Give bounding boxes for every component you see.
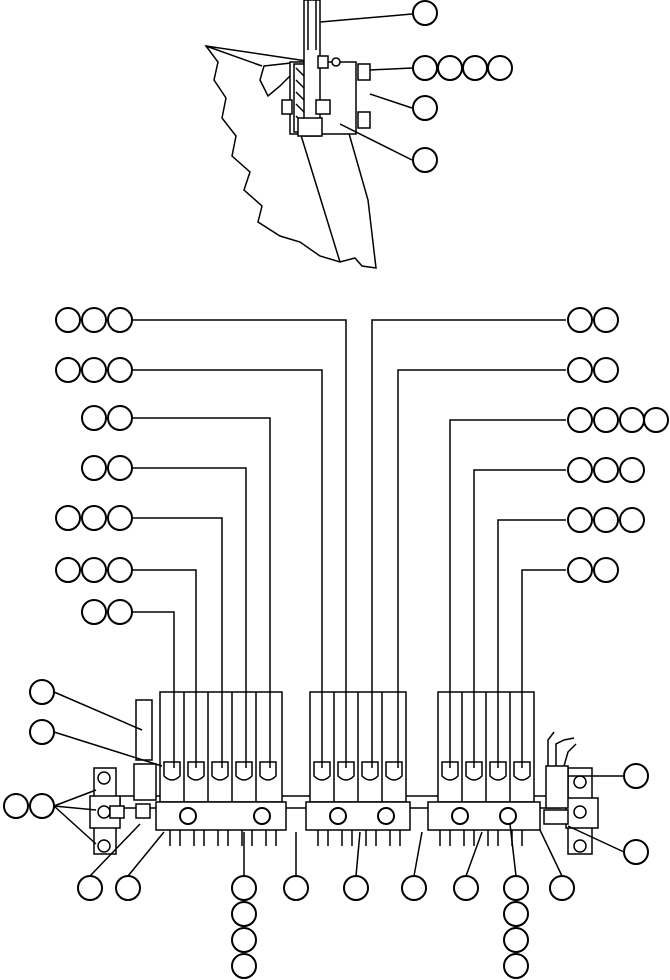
callout-bubble — [549, 875, 575, 901]
callout-bubble — [231, 901, 257, 927]
callout-bubble — [81, 455, 107, 481]
callout-bubble — [462, 55, 488, 81]
callout-bubble — [81, 357, 107, 383]
callout-bubble — [55, 307, 81, 333]
callout-bubble — [55, 357, 81, 383]
detail-view-top — [204, 0, 413, 269]
callout-bubble — [619, 407, 645, 433]
callout-bubble — [593, 307, 619, 333]
callout-bubble — [283, 875, 309, 901]
callout-bubble — [503, 927, 529, 953]
ports — [163, 761, 531, 781]
callout-bubble — [593, 457, 619, 483]
callout-bubble — [412, 95, 438, 121]
callout-bubble — [115, 875, 141, 901]
callout-bubble — [81, 505, 107, 531]
callout-bubble — [487, 55, 513, 81]
callout-bubble — [107, 357, 133, 383]
callout-bubble — [593, 507, 619, 533]
callout-bubble — [81, 599, 107, 625]
callout-bubble — [593, 557, 619, 583]
callout-bubble — [107, 599, 133, 625]
callout-bubble — [453, 875, 479, 901]
callout-bubble — [437, 55, 463, 81]
callout-bubble — [401, 875, 427, 901]
callout-bubble — [231, 927, 257, 953]
callout-bubble — [567, 307, 593, 333]
callout-bubble — [567, 507, 593, 533]
callout-bubble — [29, 719, 55, 745]
callouts-left-column — [55, 307, 133, 625]
callout-bubble — [231, 875, 257, 901]
callout-bubble — [619, 457, 645, 483]
callout-bubble — [567, 357, 593, 383]
callout-bubble — [29, 793, 55, 819]
leader-lines — [53, 319, 625, 877]
callouts-bottom — [77, 875, 575, 979]
callout-bubble — [412, 55, 438, 81]
callout-bubble — [107, 455, 133, 481]
callout-bubble — [55, 557, 81, 583]
callouts-sides — [3, 679, 649, 865]
callout-bubble — [412, 0, 438, 26]
callout-bubble — [567, 457, 593, 483]
callout-bubble — [567, 407, 593, 433]
callout-bubble — [81, 405, 107, 431]
callout-bubble — [231, 953, 257, 979]
callout-bubble — [503, 953, 529, 979]
callout-bubble — [623, 839, 649, 865]
valve-assembly — [89, 691, 599, 855]
callout-bubble — [55, 505, 81, 531]
callout-bubble — [567, 557, 593, 583]
callout-bubble — [412, 147, 438, 173]
callout-bubble — [107, 557, 133, 583]
callouts-right-column — [567, 307, 669, 583]
callout-bubble — [593, 407, 619, 433]
callout-bubble — [107, 505, 133, 531]
callout-bubble — [81, 557, 107, 583]
callout-bubble — [29, 679, 55, 705]
callout-bubble — [643, 407, 669, 433]
callout-bubble — [503, 901, 529, 927]
callout-bubble — [107, 307, 133, 333]
callout-bubble — [619, 507, 645, 533]
callout-bubble — [343, 875, 369, 901]
callout-bubble — [81, 307, 107, 333]
callout-bubble — [3, 793, 29, 819]
callout-bubble — [77, 875, 103, 901]
callout-bubble — [107, 405, 133, 431]
detail-callouts — [412, 0, 513, 173]
callout-bubble — [503, 875, 529, 901]
callout-bubble — [623, 763, 649, 789]
callout-bubble — [593, 357, 619, 383]
